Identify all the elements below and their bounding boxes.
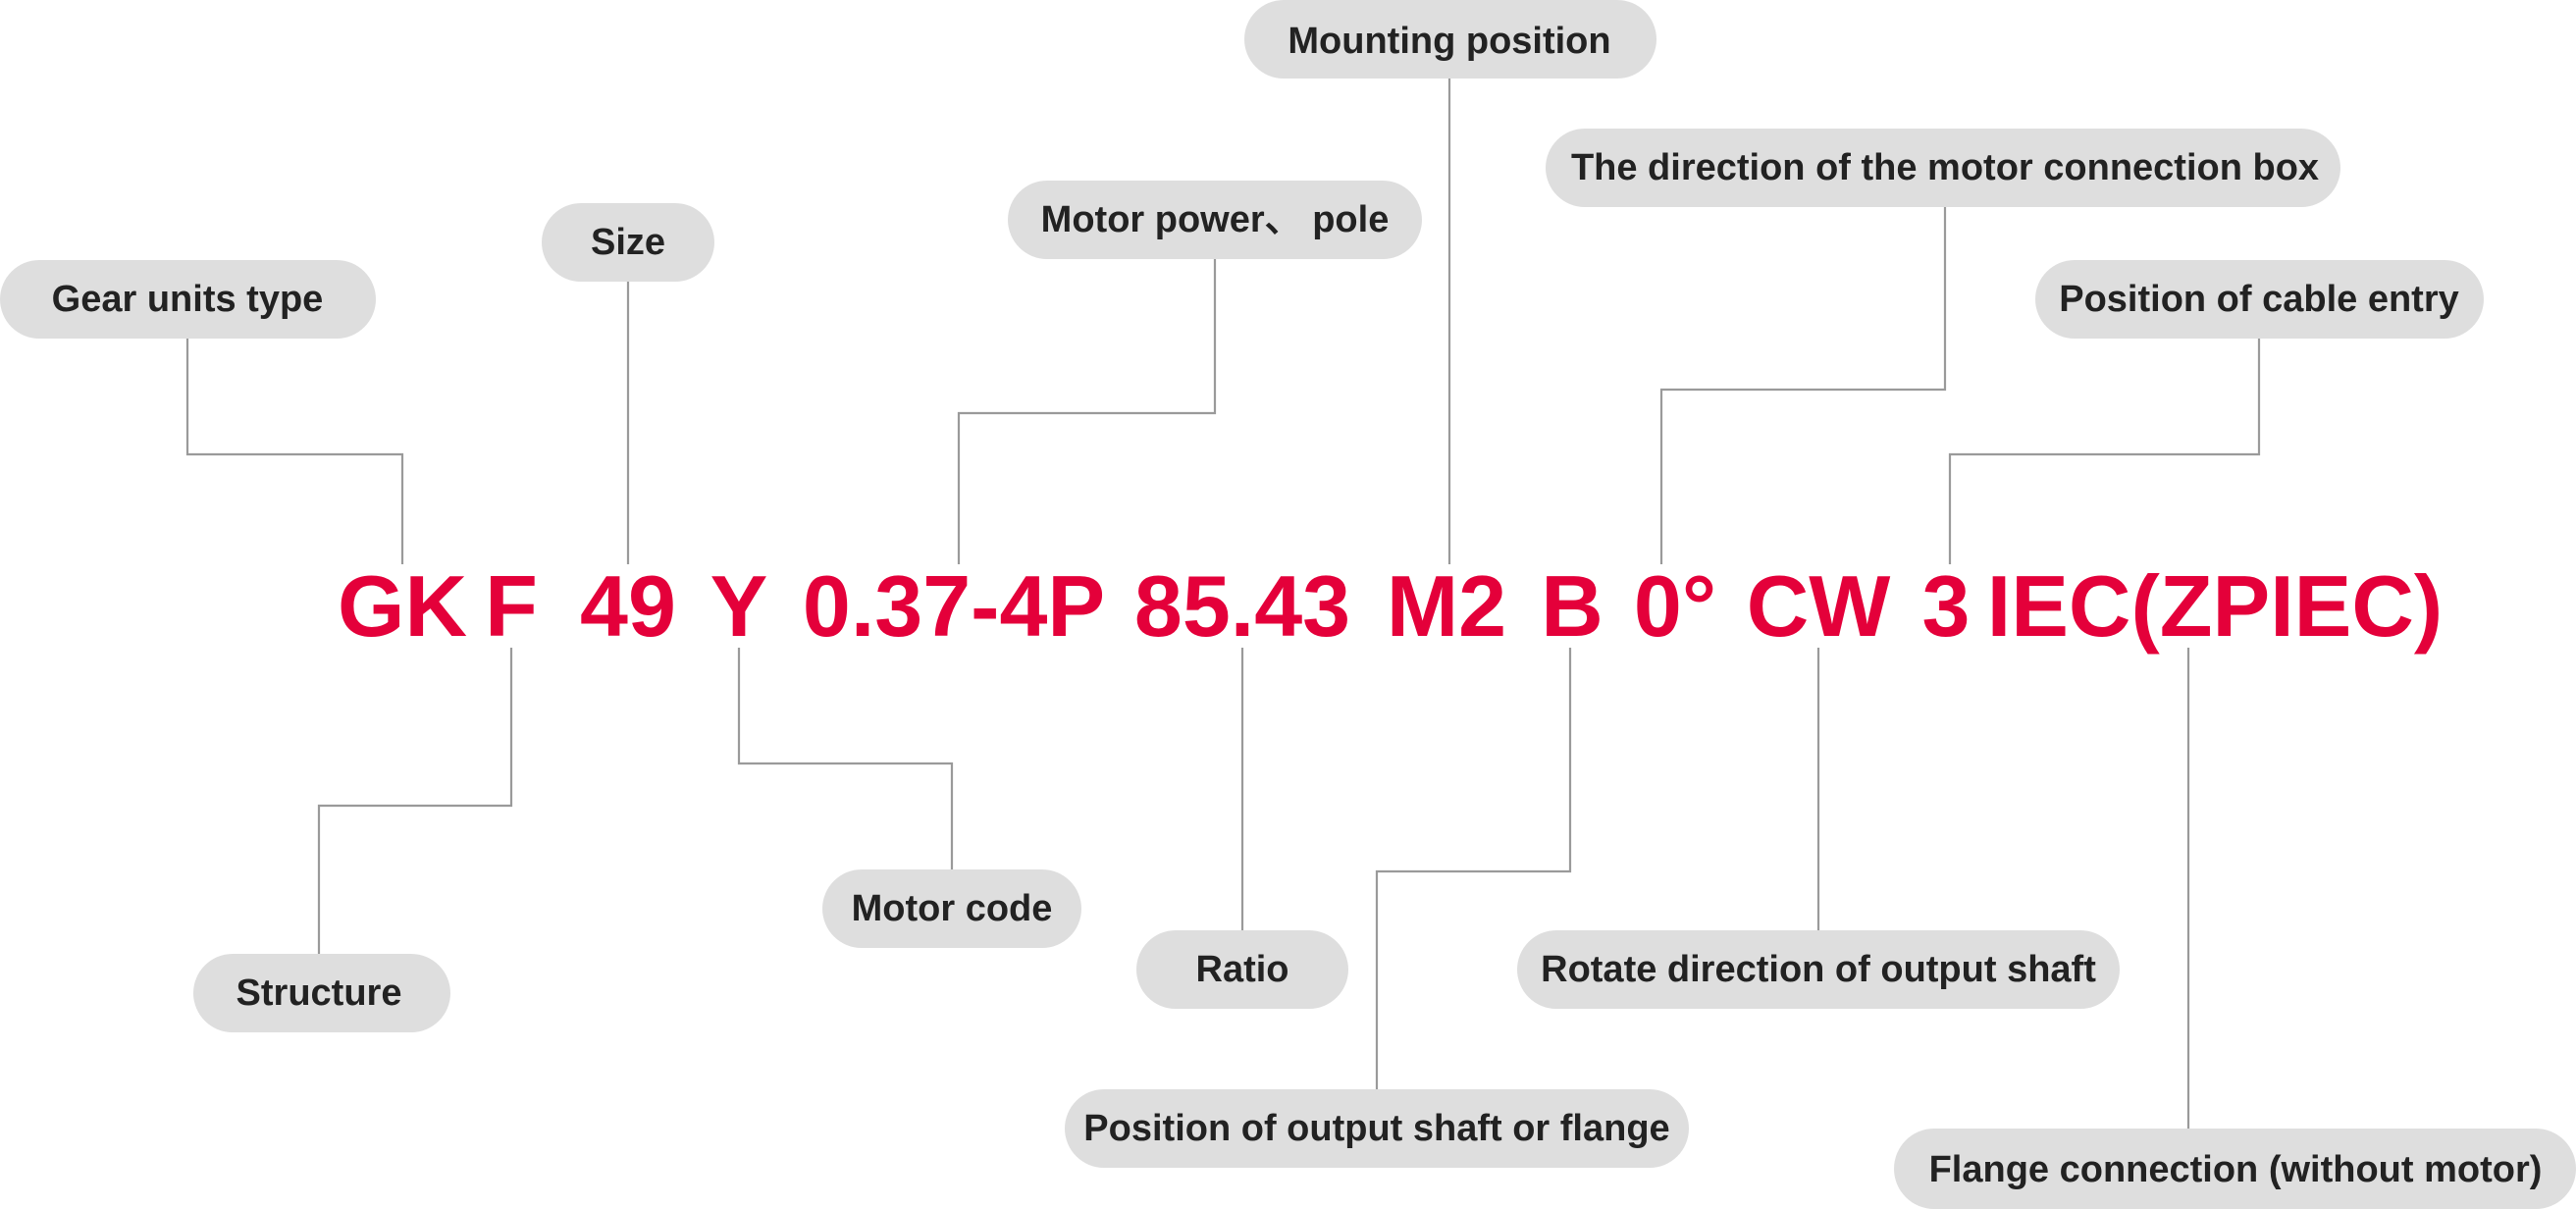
connector-output-shaft-position xyxy=(1375,648,1572,1089)
connector-motor-power xyxy=(957,259,1217,564)
label-size: Size xyxy=(542,203,714,282)
code-flange: IEC(ZPIEC) xyxy=(1987,557,2443,655)
code-mounting: M2 xyxy=(1387,557,1506,655)
code-structure: F xyxy=(485,557,538,655)
label-flange-connection-text: Flange connection (without motor) xyxy=(1929,1149,2543,1190)
code-motor-code: Y xyxy=(710,557,768,655)
label-gear-units-type-text: Gear units type xyxy=(52,279,324,320)
code-box-direction: 0° xyxy=(1634,557,1716,655)
label-motor-power-pole-text: Motor power、 pole xyxy=(1041,199,1390,240)
label-mounting-position-text: Mounting position xyxy=(1288,21,1610,62)
label-gear-units-type: Gear units type xyxy=(0,260,376,339)
label-motor-connection-box: The direction of the motor connection bo… xyxy=(1546,129,2340,207)
code-size: 49 xyxy=(580,557,676,655)
code-gear-type: GK xyxy=(338,557,467,655)
label-motor-connection-box-text: The direction of the motor connection bo… xyxy=(1571,147,2319,188)
label-cable-entry: Position of cable entry xyxy=(2035,260,2484,339)
label-output-shaft-position-text: Position of output shaft or flange xyxy=(1083,1108,1669,1149)
label-ratio: Ratio xyxy=(1136,930,1348,1009)
connector-motor-connection-box xyxy=(1659,207,1947,564)
model-code: GK F 49 Y 0.37-4P 85.43 M2 B 0° CW 3 IEC… xyxy=(338,557,2443,655)
code-motor-power: 0.37-4P xyxy=(803,557,1105,655)
code-cable-entry: 3 xyxy=(1922,557,1971,655)
label-rotate-direction-text: Rotate direction of output shaft xyxy=(1541,949,2096,990)
label-ratio-text: Ratio xyxy=(1196,949,1289,990)
label-motor-code-text: Motor code xyxy=(852,888,1053,929)
label-cable-entry-text: Position of cable entry xyxy=(2059,279,2459,320)
label-size-text: Size xyxy=(591,222,665,263)
label-output-shaft-position: Position of output shaft or flange xyxy=(1065,1089,1689,1168)
label-motor-power-pole: Motor power、 pole xyxy=(1008,181,1422,259)
connector-motor-code xyxy=(737,648,954,869)
label-structure-text: Structure xyxy=(237,972,402,1014)
label-flange-connection: Flange connection (without motor) xyxy=(1894,1129,2576,1209)
label-structure: Structure xyxy=(193,954,450,1032)
connector-lines xyxy=(185,79,2261,1129)
label-rotate-direction: Rotate direction of output shaft xyxy=(1517,930,2120,1009)
connector-structure xyxy=(317,648,513,954)
connector-cable-entry xyxy=(1948,339,2261,564)
code-rotation: CW xyxy=(1747,557,1891,655)
label-mounting-position: Mounting position xyxy=(1244,0,1656,79)
label-motor-code: Motor code xyxy=(822,869,1081,948)
code-ratio: 85.43 xyxy=(1134,557,1350,655)
code-shaft-position: B xyxy=(1541,557,1603,655)
connector-gear-units-type xyxy=(185,339,404,564)
